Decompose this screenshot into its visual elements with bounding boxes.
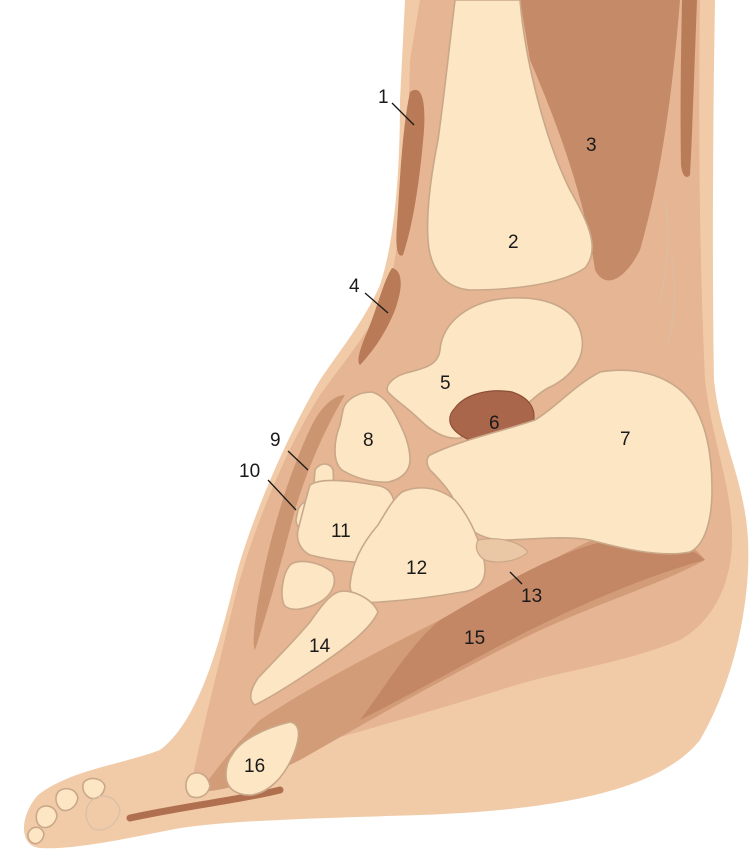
label-11: 11 xyxy=(331,521,351,542)
label-16: 16 xyxy=(244,756,265,777)
label-13: 13 xyxy=(521,586,542,607)
label-14: 14 xyxy=(309,636,331,657)
label-1: 1 xyxy=(378,87,389,108)
label-15: 15 xyxy=(464,628,485,649)
label-9: 9 xyxy=(270,430,281,451)
label-6: 6 xyxy=(489,413,500,434)
label-10: 10 xyxy=(239,461,260,482)
toe-bone-4 xyxy=(28,827,44,843)
label-2: 2 xyxy=(508,232,519,253)
label-4: 4 xyxy=(349,276,360,297)
label-12: 12 xyxy=(406,558,427,579)
label-5: 5 xyxy=(440,373,451,394)
label-3: 3 xyxy=(586,135,597,156)
label-7: 7 xyxy=(620,429,631,450)
label-8: 8 xyxy=(363,430,374,451)
toe-bone-5 xyxy=(186,773,210,798)
